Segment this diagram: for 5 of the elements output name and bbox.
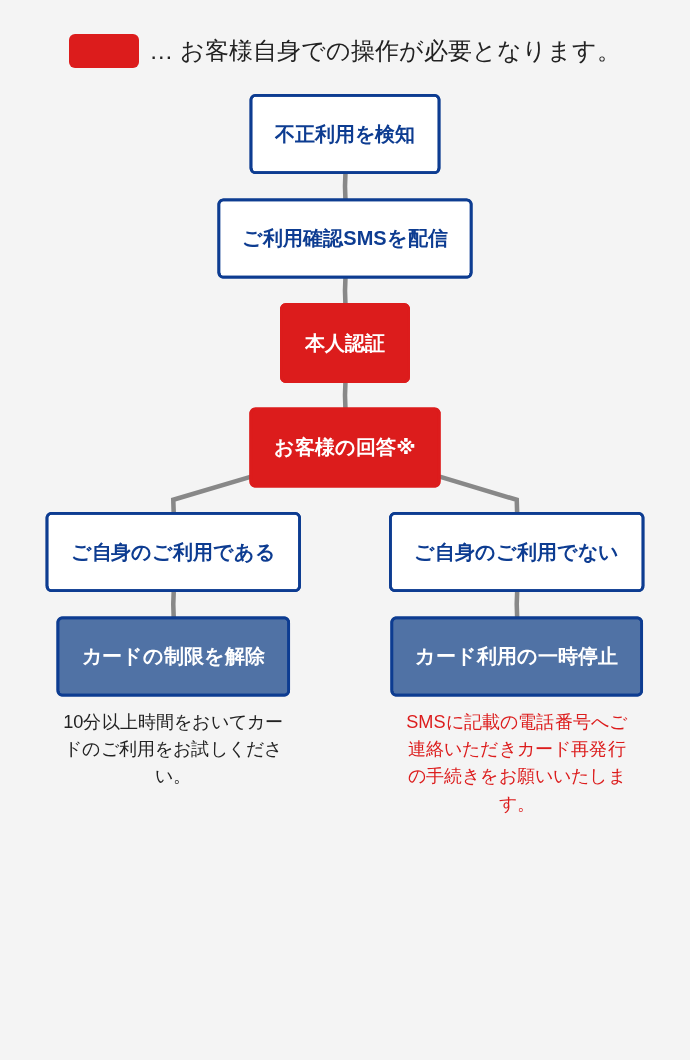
node-label: 10分以上時間をおいてカードのご利用をお試しください。 [63, 711, 284, 786]
node-label: SMSに記載の電話番号へご連絡いただきカード再発行の手続きをお願いいたします。 [406, 711, 628, 814]
legend-text: … お客様自身での操作が必要となります。 [149, 36, 621, 66]
connector [439, 474, 520, 514]
connector [342, 277, 348, 305]
